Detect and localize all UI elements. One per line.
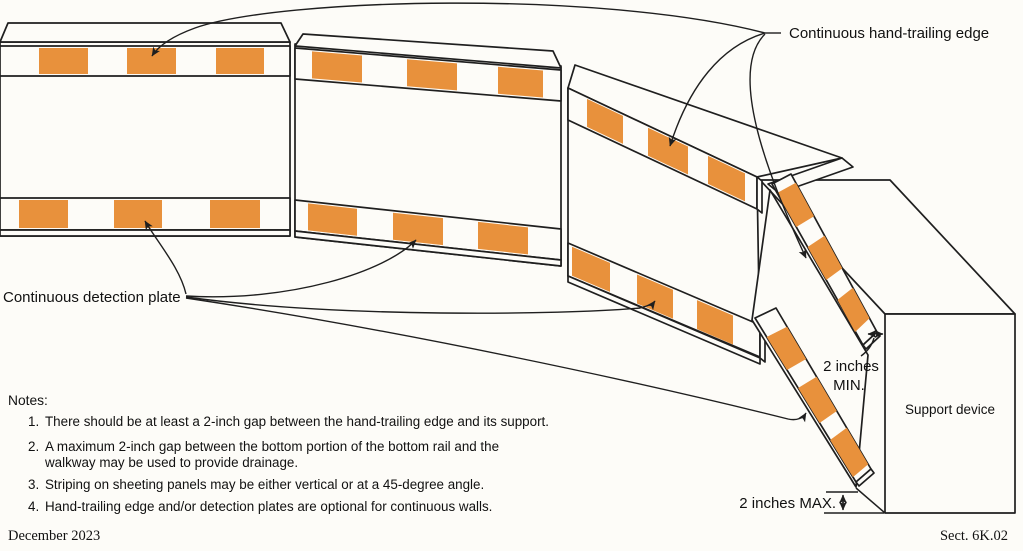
panel4-wall (751, 189, 869, 488)
note-3-text: Striping on sheeting panels may be eithe… (45, 477, 484, 492)
leader-hand-trailing-panel1 (151, 2, 766, 57)
stripe (308, 203, 357, 236)
stripe (837, 287, 870, 332)
panel4-top-rail-stripes (777, 182, 870, 332)
max-gap-label: 2 inches MAX. (739, 495, 836, 512)
stripe (39, 48, 88, 74)
panel2-bottom-rail-stripes (308, 203, 528, 255)
stripe (498, 66, 543, 98)
stripe (587, 98, 623, 144)
note-3-num: 3. (28, 477, 39, 492)
min-gap-label-line2: MIN. (833, 377, 865, 394)
leader-detection-panel2 (185, 239, 417, 298)
note-1-num: 1. (28, 414, 39, 429)
panel1-bottom-rail-lip (0, 229, 291, 237)
leader-hand-trailing-panel3 (668, 32, 766, 147)
support-device (759, 179, 1016, 514)
leader-detection-panel1 (144, 220, 187, 295)
panel2-bottom-rail-lip (294, 230, 562, 267)
stripe (798, 376, 837, 423)
stripe (216, 48, 264, 74)
support-device-label: Support device (905, 402, 995, 417)
stripe (807, 235, 843, 280)
panel3-bottom-rail-lip (567, 275, 761, 365)
panel3-top-rail-end (756, 176, 763, 214)
support-device-front-face (884, 313, 1016, 514)
panel3-top-rail-stripes (587, 98, 745, 202)
stripe (393, 212, 443, 246)
annotations (144, 2, 884, 514)
panel1-top-cap (0, 22, 291, 43)
stripe (777, 182, 814, 227)
stripe (697, 300, 733, 345)
stripe (572, 246, 610, 292)
barricade-panel-4 (751, 157, 886, 514)
diagram-text: Continuous hand-trailing edge Continuous… (3, 25, 1008, 544)
note-2-text-line2: walkway may be used to provide drainage. (44, 455, 298, 470)
note-4-text: Hand-trailing edge and/or detection plat… (45, 499, 492, 514)
note-1-text: There should be at least a 2-inch gap be… (45, 414, 549, 429)
note-2-text-line1: A maximum 2-inch gap between the bottom … (45, 439, 499, 454)
note-2-num: 2. (28, 439, 39, 454)
note-4-num: 4. (28, 499, 39, 514)
panel4-bottom-rail-stripes (766, 326, 869, 478)
panel4-wall-bottom-corner-line (855, 487, 886, 514)
stripe (210, 200, 260, 228)
detection-plate-label: Continuous detection plate (3, 289, 181, 306)
panel1-top-rail-stripes (39, 48, 264, 74)
barricade-panel-2 (294, 33, 562, 267)
panel2-top-cap (294, 33, 562, 69)
panel3-bottom-rail-stripes (572, 246, 733, 345)
stripe (19, 200, 68, 228)
stripe (407, 59, 457, 91)
stripe (114, 200, 162, 228)
stripe (766, 326, 807, 370)
stripe (648, 127, 688, 175)
panel1-bottom-rail-stripes (19, 200, 260, 228)
min-gap-leader (860, 337, 875, 357)
panel2-top-rail-stripes (312, 51, 543, 98)
footer-section: Sect. 6K.02 (940, 528, 1008, 544)
leader-detection-panel3 (185, 296, 656, 314)
footer-date: December 2023 (8, 528, 100, 544)
leader-detection-panel4 (185, 297, 807, 423)
notes-heading: Notes: (8, 393, 48, 408)
stripe (312, 51, 362, 83)
stripe (637, 274, 673, 319)
panel4-bottom-rail-end (855, 468, 875, 487)
stripe (830, 427, 869, 478)
barricade-panel-1 (0, 22, 291, 237)
hand-trailing-edge-label: Continuous hand-trailing edge (789, 25, 989, 42)
min-gap-label-line1: 2 inches (823, 358, 879, 375)
leader-hand-trailing-panel4 (749, 33, 807, 259)
stripe (478, 221, 528, 255)
stripe (708, 155, 745, 202)
stripe (127, 48, 176, 74)
